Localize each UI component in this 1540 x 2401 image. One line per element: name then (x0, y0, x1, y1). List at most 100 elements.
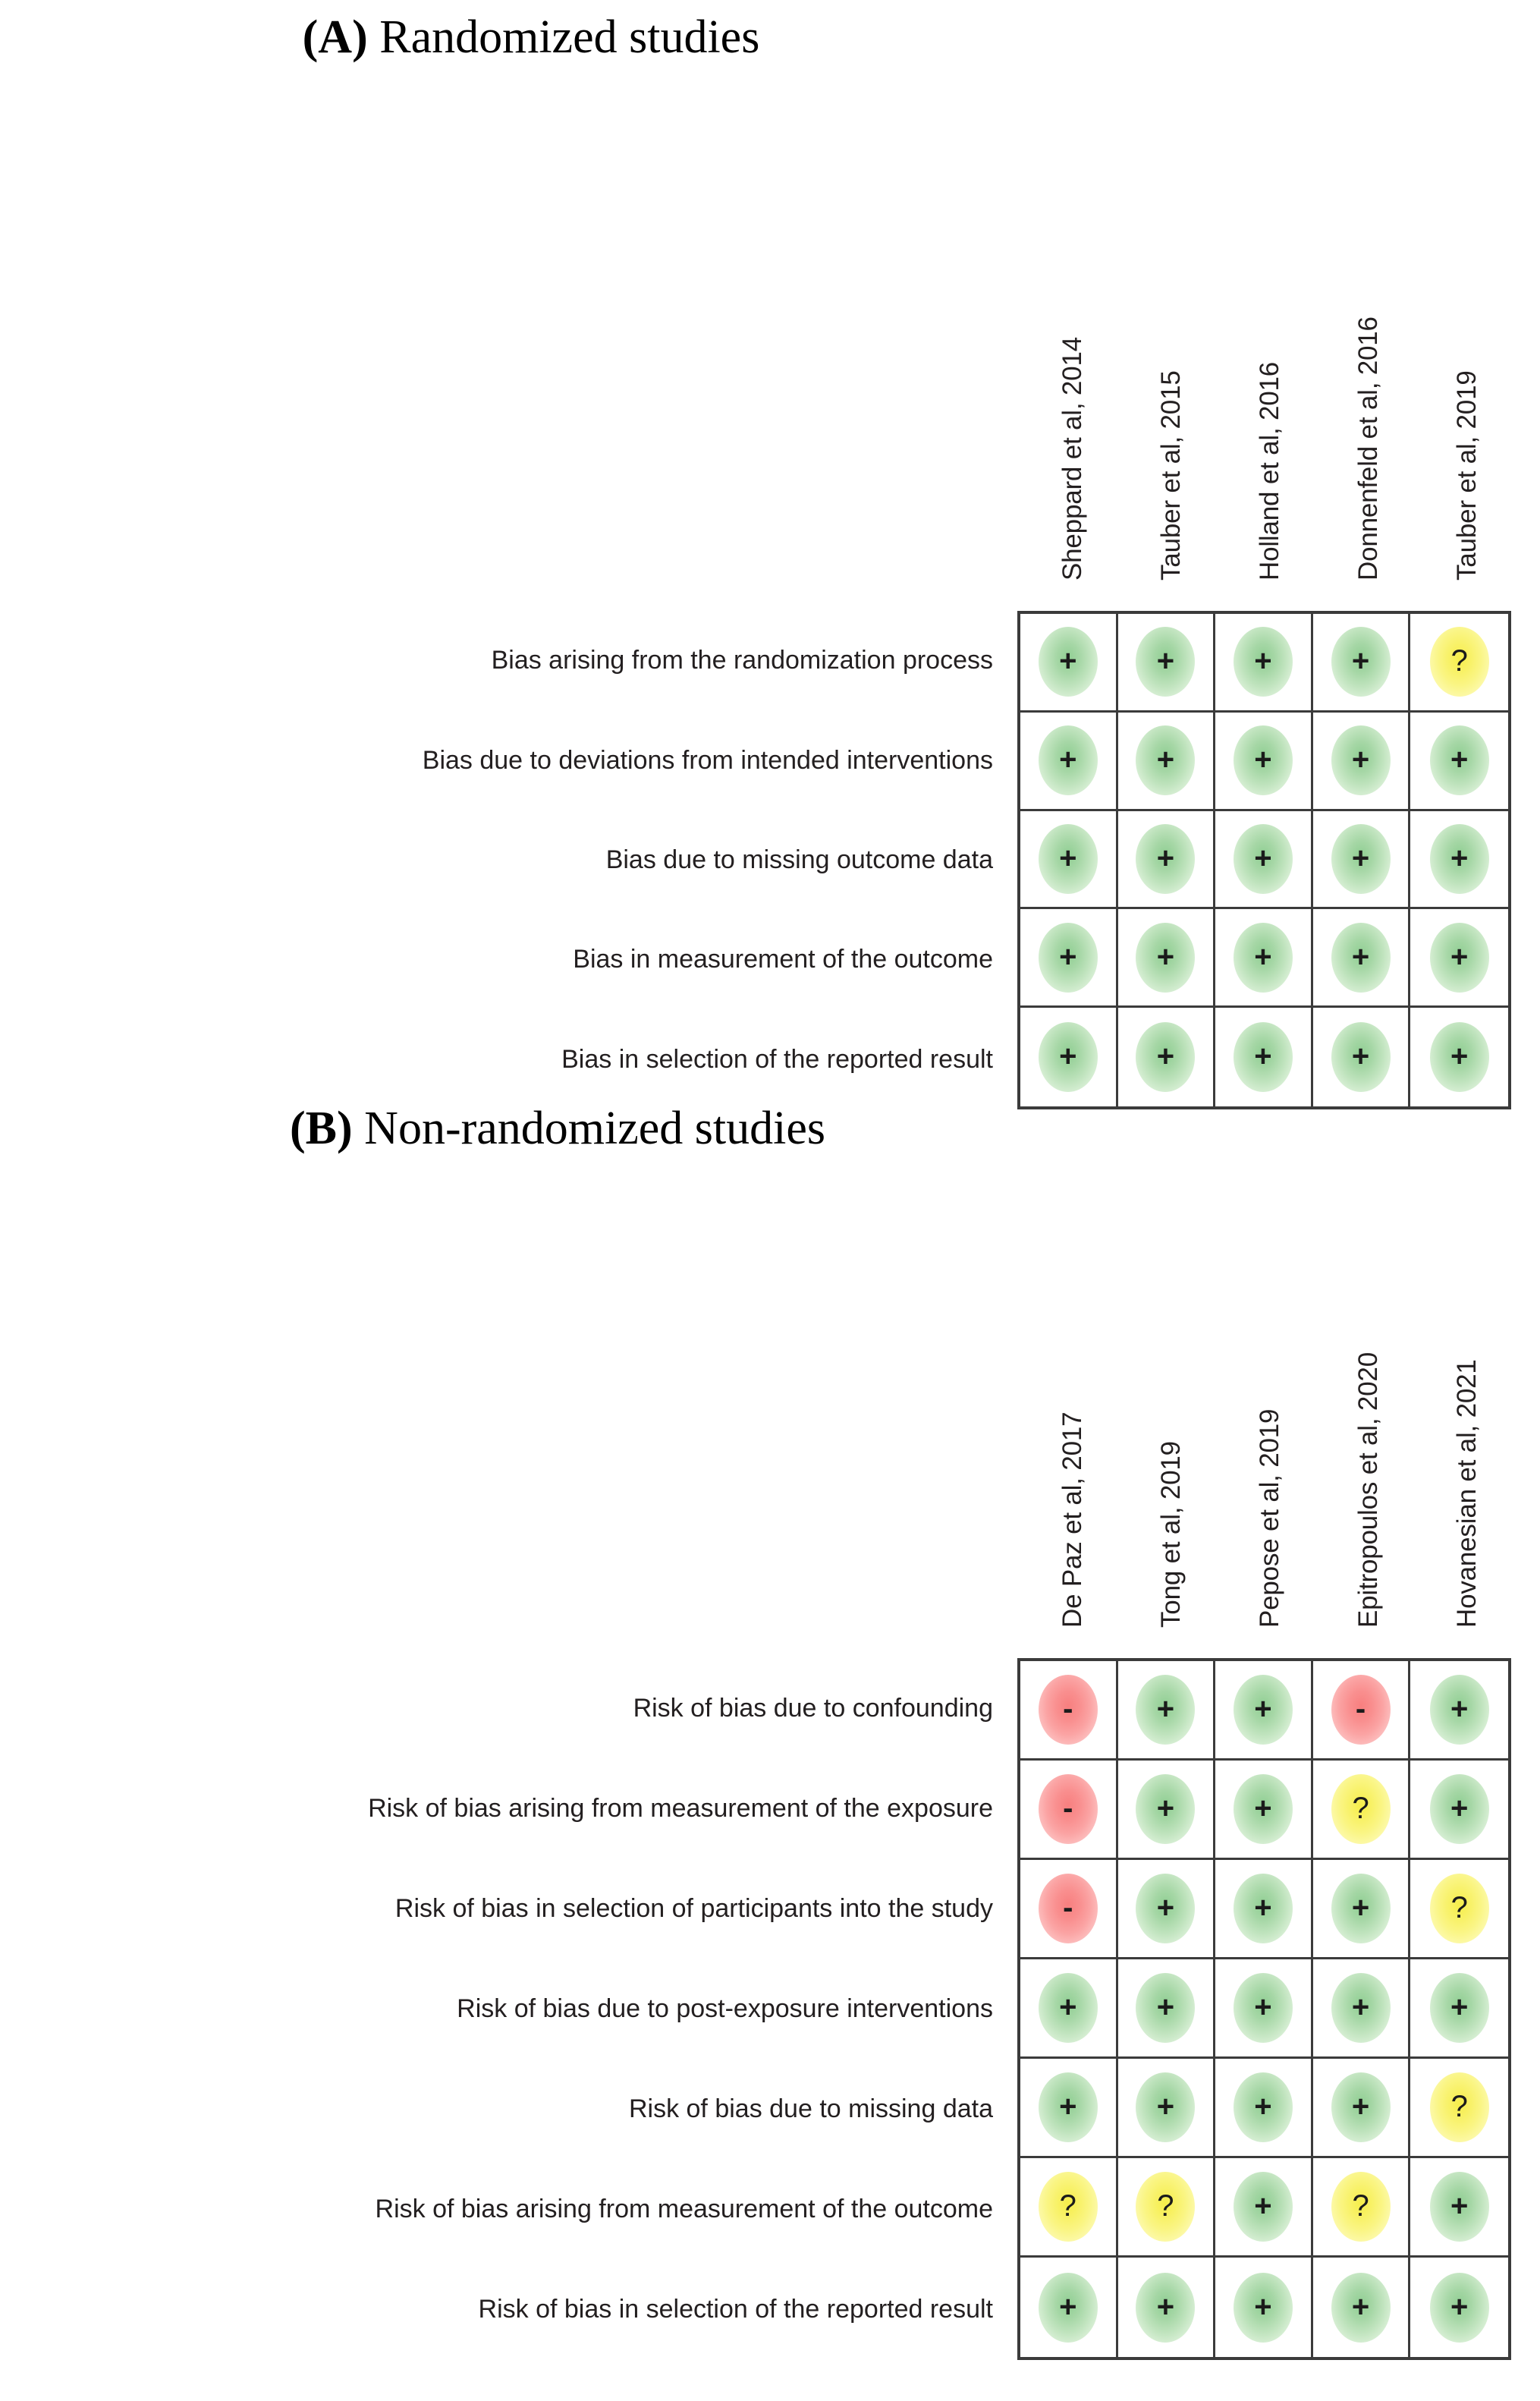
judgement-cell[interactable]: + (1117, 810, 1216, 910)
judgement-cell[interactable]: + (1117, 909, 1216, 1009)
judgement-cell[interactable]: + (1020, 909, 1118, 1009)
domain-label: Risk of bias arising from measurement of… (0, 2159, 1005, 2259)
judgement-glyph: + (1059, 1040, 1077, 1074)
judgement-cell[interactable]: + (1020, 1008, 1118, 1106)
judgement-cell[interactable]: ? (1410, 2059, 1508, 2158)
judgement-cell[interactable]: + (1410, 811, 1508, 910)
judgement-cell[interactable]: - (1312, 1661, 1411, 1761)
judgement-cell[interactable]: + (1312, 712, 1411, 811)
judgement-glyph: + (1156, 1990, 1175, 2024)
domain-label: Risk of bias in selection of participant… (0, 1858, 1005, 1959)
judgement-cell[interactable]: + (1020, 712, 1118, 811)
judgement-low-icon: + (1331, 2072, 1391, 2142)
judgement-cell[interactable]: + (1117, 614, 1216, 713)
judgement-cell[interactable]: + (1215, 1761, 1313, 1860)
judgement-cell[interactable]: + (1118, 2258, 1216, 2357)
study-header-label: Epitropoulos et al, 2020 (1353, 1352, 1384, 1628)
judgement-low-icon: + (1233, 1874, 1293, 1943)
judgement-cell[interactable]: + (1117, 1761, 1216, 1860)
judgement-low-icon: + (1233, 2072, 1293, 2142)
judgement-glyph: + (1059, 743, 1077, 777)
judgement-low-icon: + (1038, 725, 1098, 796)
judgement-cell[interactable]: + (1312, 1860, 1411, 1959)
judgement-cell[interactable]: + (1117, 1661, 1216, 1761)
judgement-cell[interactable]: + (1118, 1008, 1216, 1106)
judgement-cell[interactable]: + (1410, 713, 1508, 811)
judgement-cell[interactable]: + (1313, 1008, 1411, 1106)
judgement-cell[interactable]: ? (1410, 614, 1508, 713)
judgement-glyph: + (1254, 841, 1272, 875)
judgement-glyph: + (1450, 2289, 1469, 2324)
judgement-cell[interactable]: + (1020, 2059, 1118, 2158)
judgement-cell[interactable]: + (1312, 810, 1411, 910)
judgement-low-icon: + (1331, 2272, 1391, 2343)
judgement-cell[interactable]: ? (1312, 1761, 1411, 1860)
judgement-low-icon: + (1136, 725, 1196, 796)
judgement-cell[interactable]: + (1020, 614, 1118, 713)
judgement-glyph: + (1450, 1692, 1469, 1726)
judgement-cell[interactable]: + (1117, 1959, 1216, 2059)
judgement-cell[interactable]: + (1410, 1008, 1508, 1106)
judgement-low-icon: + (1136, 1774, 1196, 1844)
judgement-cell[interactable]: + (1215, 810, 1313, 910)
judgement-glyph: + (1156, 841, 1175, 875)
judgement-cell[interactable]: + (1215, 2059, 1313, 2158)
judgement-cell[interactable]: + (1215, 1008, 1313, 1106)
judgement-cell[interactable]: + (1410, 1761, 1508, 1860)
judgement-glyph: ? (1157, 2189, 1174, 2223)
study-header-label: De Paz et al, 2017 (1058, 1411, 1088, 1628)
judgement-cell[interactable]: + (1410, 1959, 1508, 2059)
judgement-low-icon: + (1233, 2272, 1293, 2343)
judgement-low-icon: + (1429, 1973, 1489, 2043)
domain-label-text: Bias due to missing outcome data (605, 845, 993, 874)
judgement-cell[interactable]: - (1020, 1661, 1118, 1761)
judgement-cell[interactable]: - (1020, 1860, 1118, 1959)
judgement-glyph: + (1156, 2289, 1175, 2324)
judgement-low-icon: + (1233, 2172, 1293, 2242)
judgement-low-icon: + (1136, 627, 1196, 697)
judgement-cell[interactable]: + (1312, 1959, 1411, 2059)
judgement-glyph: + (1254, 1040, 1272, 1074)
judgement-cell[interactable]: + (1312, 614, 1411, 713)
judgement-glyph: + (1450, 939, 1469, 974)
judgement-cell[interactable]: + (1020, 1959, 1118, 2059)
judgement-cell[interactable]: + (1312, 2059, 1411, 2158)
judgement-low-icon: + (1038, 1022, 1098, 1093)
judgement-cell[interactable]: + (1117, 2059, 1216, 2158)
judgement-cell[interactable]: + (1215, 1860, 1313, 1959)
judgement-cell[interactable]: + (1117, 712, 1216, 811)
judgement-cell[interactable]: + (1215, 2158, 1313, 2258)
judgement-low-icon: + (1136, 2272, 1196, 2343)
judgement-cell[interactable]: + (1410, 1661, 1508, 1761)
judgement-glyph: + (1254, 1990, 1272, 2024)
judgement-cell[interactable]: + (1020, 2258, 1118, 2357)
judgement-cell[interactable]: + (1215, 1959, 1313, 2059)
judgement-low-icon: + (1331, 1874, 1391, 1943)
judgement-cell[interactable]: + (1410, 909, 1508, 1009)
judgement-cell[interactable]: + (1117, 1860, 1216, 1959)
judgement-cell[interactable]: + (1215, 2258, 1313, 2357)
domain-label: Risk of bias due to missing data (0, 2059, 1005, 2159)
judgement-cell[interactable]: ? (1020, 2158, 1118, 2258)
domain-label-text: Risk of bias arising from measurement of… (375, 2195, 993, 2224)
judgement-cell[interactable]: + (1313, 2258, 1411, 2357)
judgement-glyph: + (1156, 644, 1175, 678)
judgement-cell[interactable]: ? (1312, 2158, 1411, 2258)
judgement-cell[interactable]: + (1215, 614, 1313, 713)
judgement-glyph: + (1059, 2090, 1077, 2123)
judgement-unclear-icon: ? (1136, 2172, 1196, 2242)
domain-label: Risk of bias arising from measurement of… (0, 1758, 1005, 1858)
judgement-cell[interactable]: - (1020, 1761, 1118, 1860)
judgement-cell[interactable]: + (1312, 909, 1411, 1009)
panel-a-title: (A) Randomized studies (0, 14, 1062, 61)
judgement-cell[interactable]: + (1215, 909, 1313, 1009)
judgement-glyph: + (1351, 1990, 1370, 2024)
judgement-glyph: ? (1352, 2189, 1369, 2223)
judgement-cell[interactable]: + (1215, 1661, 1313, 1761)
judgement-cell[interactable]: + (1215, 712, 1313, 811)
judgement-cell[interactable]: + (1020, 810, 1118, 910)
judgement-cell[interactable]: ? (1410, 1860, 1508, 1959)
judgement-cell[interactable]: + (1410, 2158, 1508, 2258)
judgement-cell[interactable]: + (1410, 2258, 1508, 2357)
judgement-cell[interactable]: ? (1117, 2158, 1216, 2258)
